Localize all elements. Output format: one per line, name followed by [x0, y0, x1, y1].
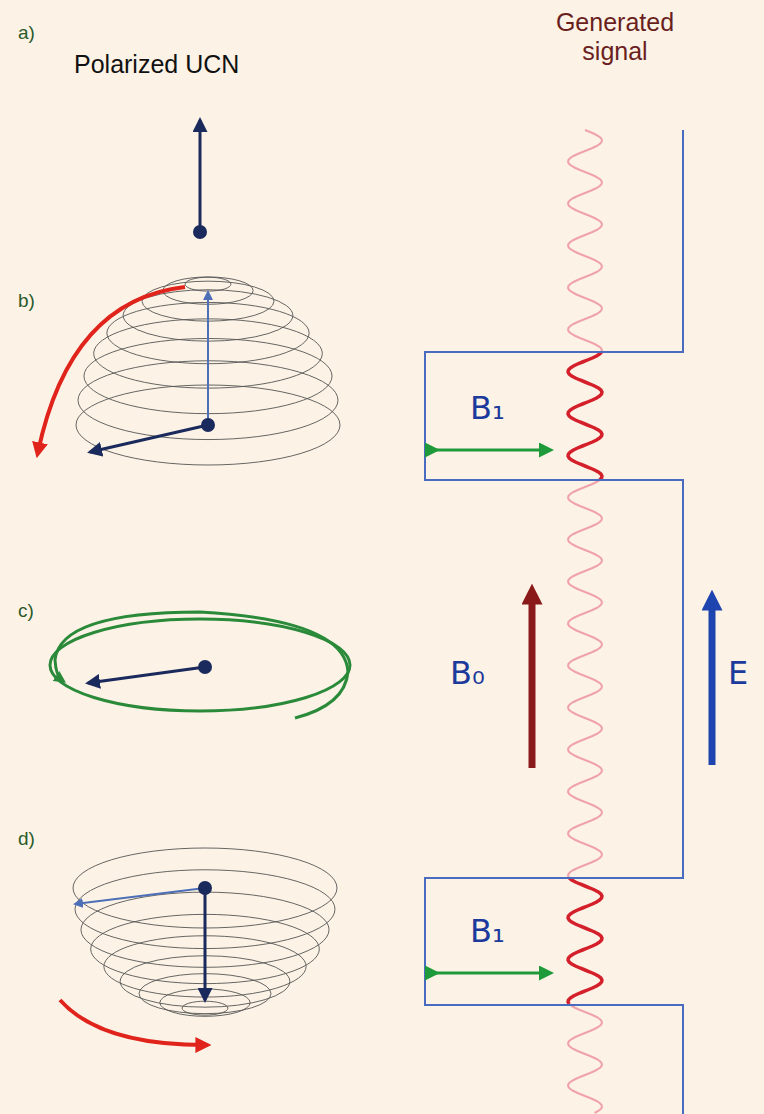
- signal-wave: [568, 878, 602, 1004]
- lower-hemisphere: [73, 848, 337, 1016]
- electric-field-arrow: [709, 598, 716, 765]
- panel-letter: a): [18, 22, 35, 44]
- field-label: B₁: [470, 913, 505, 950]
- rotation-arrow: [38, 287, 185, 452]
- precession-ellipse: [50, 619, 350, 711]
- precession-arrow: [55, 612, 348, 718]
- spin-arrow: [204, 888, 207, 1000]
- panel-letter: d): [18, 828, 35, 850]
- signal-wave: [568, 352, 602, 480]
- latitude-ring: [185, 277, 231, 291]
- signal-wave: [568, 1005, 602, 1113]
- pulse-envelope: [425, 130, 683, 1114]
- signal-wave: [568, 130, 602, 352]
- spin-arrow: [90, 425, 208, 452]
- spin-arrow: [207, 292, 209, 425]
- panel-letter: c): [18, 600, 34, 622]
- spin-dot: [198, 881, 212, 895]
- spin-dot: [193, 225, 207, 239]
- spin-arrow: [199, 120, 202, 232]
- signal-heading: Generated signal: [520, 8, 710, 66]
- rotation-arrow: [60, 1000, 205, 1045]
- magnetic-field-arrow: [529, 592, 536, 768]
- spin-arrow: [88, 667, 205, 683]
- rf-field-arrow: [434, 449, 548, 452]
- signal-wave: [568, 130, 602, 1113]
- field-label: B₁: [470, 390, 505, 427]
- field-label: B₀: [450, 655, 485, 692]
- field-label: E: [728, 655, 748, 692]
- latitude-ring: [182, 1001, 228, 1015]
- signal-wave: [568, 480, 602, 878]
- state-label: Polarized UCN: [74, 50, 239, 79]
- upper-hemisphere: [76, 277, 340, 465]
- spin-arrow: [75, 888, 205, 904]
- panel-letter: b): [18, 290, 35, 312]
- spin-dot: [201, 418, 215, 432]
- rf-field-arrow: [434, 972, 548, 975]
- spin-dot: [198, 660, 212, 674]
